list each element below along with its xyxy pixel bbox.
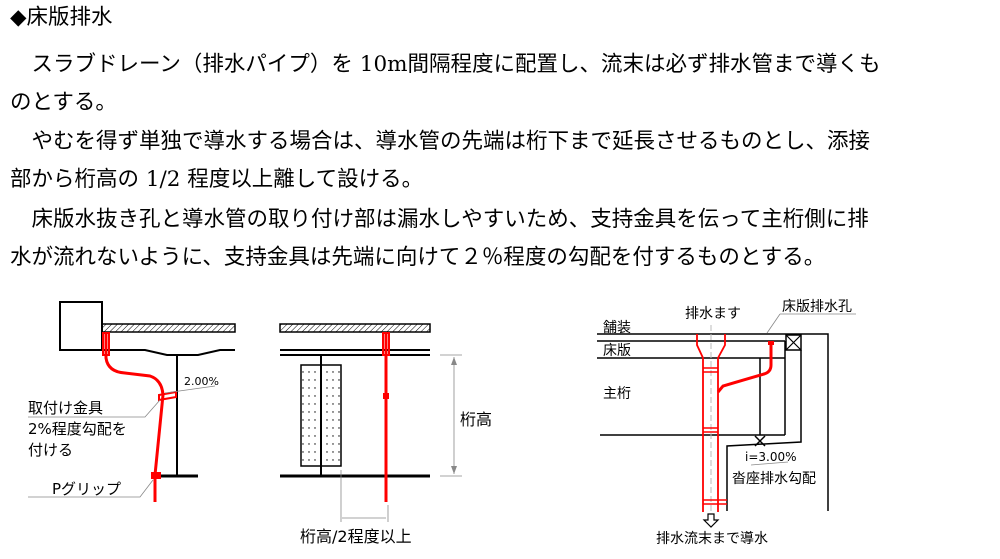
left-diagram-cross-section: 2.00% 取付け金具 2%程度勾配を 付ける Pグリップ xyxy=(28,301,236,502)
paragraph-line: 水が流れないように、支持金具は先端に向けて２％程度の勾配を付するものとする。 xyxy=(10,245,826,270)
paragraph-line: 床版水抜き孔と導水管の取り付け部は漏水しやすいため、支持金具を伝って主桁側に排 xyxy=(10,207,869,232)
paragraph-line: 部から桁高の 1/2 程度以上離して設ける。 xyxy=(10,167,424,192)
deck-pavement xyxy=(101,323,236,333)
down-arrow-icon xyxy=(702,513,720,528)
slab-label: 床版 xyxy=(603,343,631,359)
pavement-label: 舗装 xyxy=(603,320,631,336)
bearing-shoe xyxy=(754,435,766,447)
grip-label: Pグリップ xyxy=(52,480,121,498)
right-diagram-catch-basin: 舗装 床版 主桁 排水ます 床版排水孔 i=3.00% 沓座排水勾配 排水流末ま… xyxy=(597,299,856,547)
section-heading: ◆床版排水 xyxy=(10,5,113,30)
bearing-box xyxy=(785,334,802,351)
slab-drain-hole-label: 床版排水孔 xyxy=(782,299,852,315)
curb-box xyxy=(59,301,103,351)
drain-socket xyxy=(102,332,110,356)
bearing-slope-value: i=3.00% xyxy=(745,450,797,464)
bracket-label: 付ける xyxy=(28,441,73,459)
deck-pavement xyxy=(279,323,431,333)
catch-basin-pipe xyxy=(696,334,726,512)
offset-label: 桁高/2程度以上 xyxy=(300,527,412,546)
paragraph-line: やむを得ず単独で導水する場合は、導水管の先端は桁下まで延長させるものとし、添接 xyxy=(10,129,871,154)
p-grip xyxy=(151,472,161,479)
outlet-label: 排水流末まで導水 xyxy=(656,531,768,547)
paragraph-line: スラブドレーン（排水パイプ）を 10m間隔程度に配置し、流末は必ず排水管まで導く… xyxy=(10,52,881,77)
slope-label: 2.00% xyxy=(184,375,219,388)
paragraph-line: のとする。 xyxy=(10,90,117,115)
bearing-slope-label: 沓座排水勾配 xyxy=(732,471,816,487)
bracket-label: 2%程度勾配を xyxy=(28,420,127,438)
girder-height-label: 桁高 xyxy=(460,410,492,429)
bracket xyxy=(158,390,177,402)
drain-pipe xyxy=(104,333,165,502)
girder-label: 主桁 xyxy=(603,386,631,402)
bracket-label: 取付け金具 xyxy=(28,399,103,417)
slab-drain-pipe xyxy=(716,344,773,393)
catch-basin-label: 排水ます xyxy=(685,306,741,322)
middle-diagram-side-view: 桁高 桁高/2程度以上 xyxy=(279,323,492,546)
pipe-clamp xyxy=(383,393,389,399)
deck-underside xyxy=(60,349,235,356)
